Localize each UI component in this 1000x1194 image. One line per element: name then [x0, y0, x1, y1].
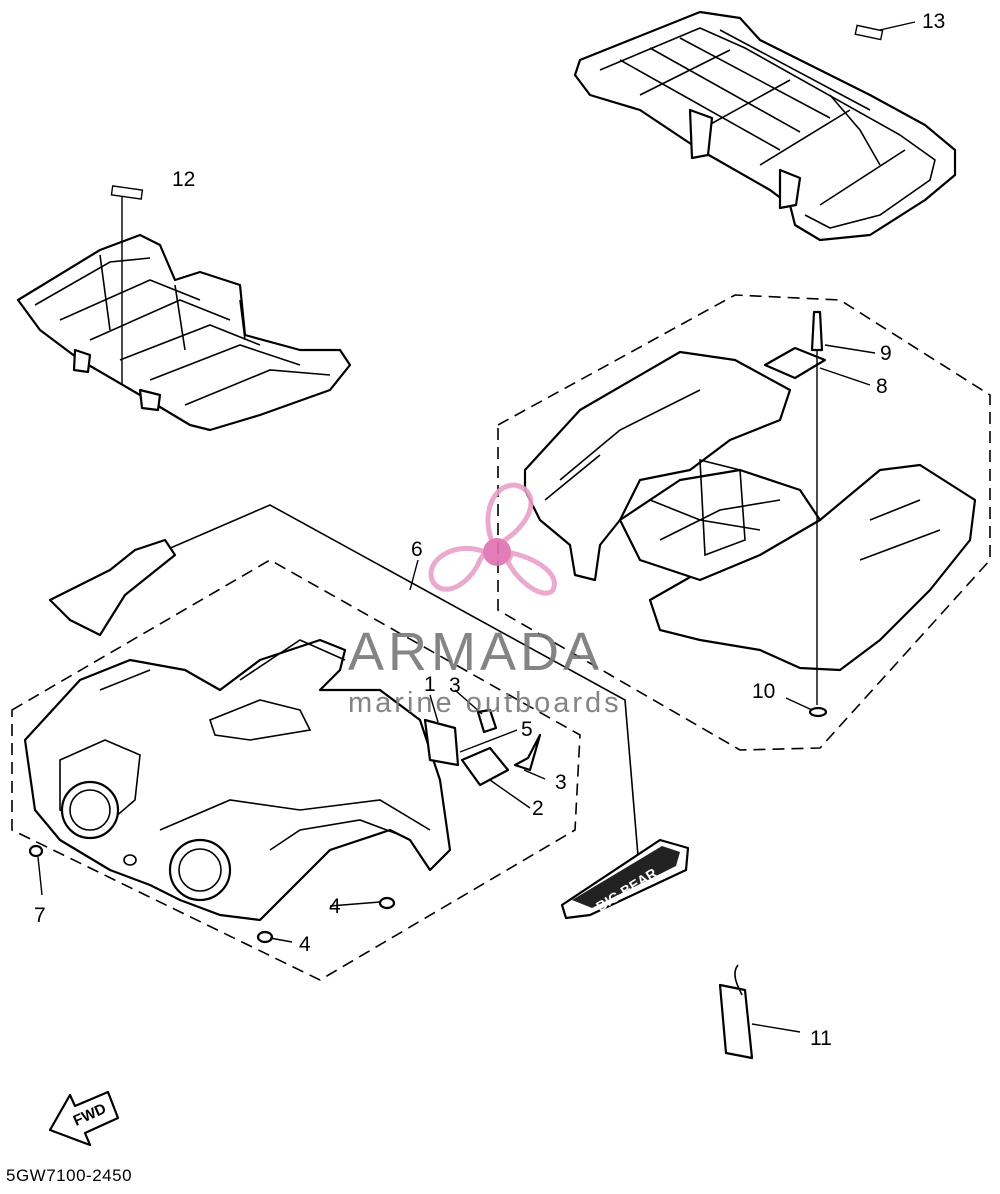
warning-tag	[718, 964, 754, 1060]
callout-3b: 3	[555, 771, 567, 794]
front-carrier	[16, 233, 352, 432]
rear-fender-group	[497, 294, 991, 751]
callout-8: 8	[876, 375, 888, 398]
front-fender-group	[11, 504, 641, 981]
rear-carrier	[573, 10, 957, 242]
label-sticker-12	[110, 185, 144, 200]
callout-5: 5	[521, 718, 533, 741]
label-sticker-13	[854, 24, 884, 41]
callouts: 13 12 9 8 10 6 1 3 5 3 2 4 4 7 11	[34, 10, 945, 1050]
callout-4a: 4	[329, 895, 341, 918]
propeller-logo-icon	[428, 482, 557, 596]
callout-2: 2	[532, 797, 544, 820]
watermark-tagline: marine outboards	[348, 687, 622, 719]
callout-3a: 3	[449, 674, 461, 697]
callout-12: 12	[172, 168, 195, 191]
callout-10: 10	[752, 680, 775, 703]
watermark-brand: ARMADA	[348, 622, 603, 682]
fwd-arrow: FWD	[48, 1090, 120, 1147]
callout-1: 1	[424, 673, 436, 696]
leader-lines	[37, 21, 916, 1033]
watermark: ARMADA marine outboards	[348, 482, 622, 719]
callout-7: 7	[34, 904, 46, 927]
callout-4b: 4	[299, 933, 311, 956]
decal-big-bear: BIG BEAR	[560, 838, 690, 920]
callout-9: 9	[880, 342, 892, 365]
callout-13: 13	[922, 10, 945, 33]
callout-6: 6	[411, 538, 423, 561]
callout-11: 11	[810, 1027, 832, 1050]
document-code: 5GW7100-2450	[6, 1166, 133, 1185]
